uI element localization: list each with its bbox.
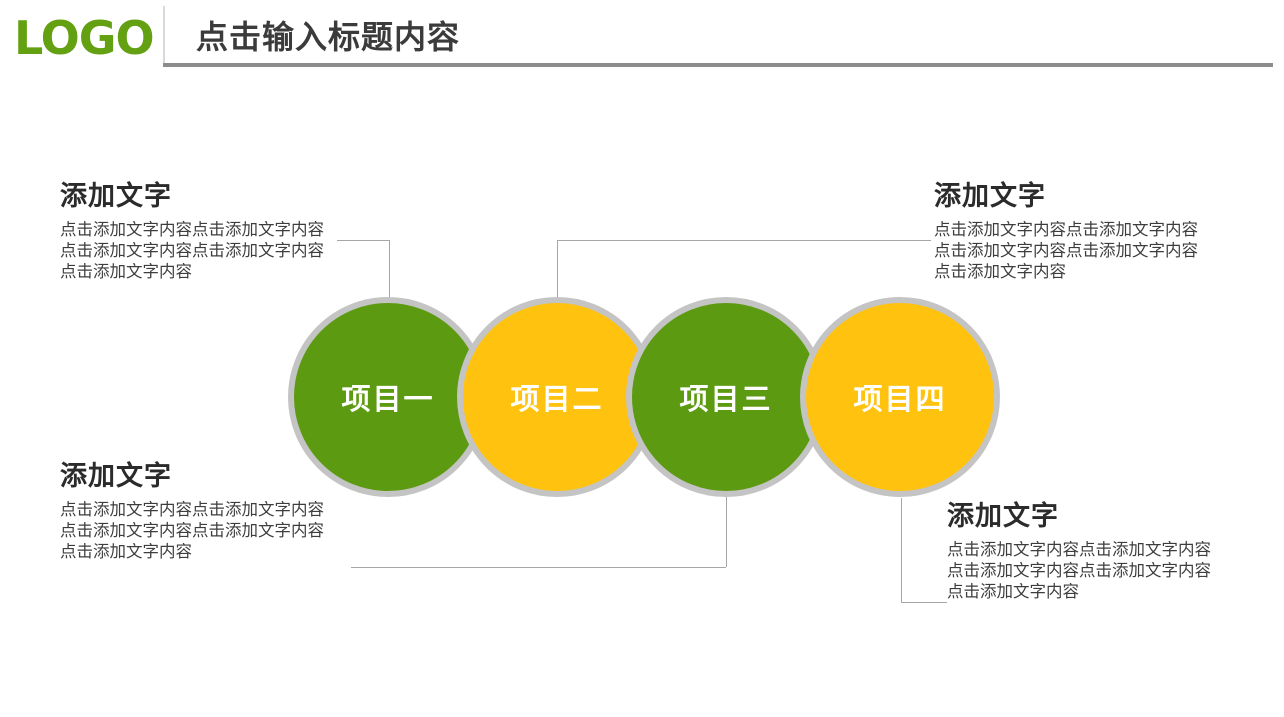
text-block-top-left-heading: 添加文字 — [60, 181, 172, 212]
text-block-top-left: 添加文字 点击添加文字内容点击添加文字内容点击添加文字内容点击添加文字内容点击添… — [60, 180, 332, 282]
text-block-top-right: 添加文字 点击添加文字内容点击添加文字内容点击添加文字内容点击添加文字内容点击添… — [934, 180, 1206, 282]
header-horizontal-rule — [163, 63, 1273, 67]
text-block-top-left-body: 点击添加文字内容点击添加文字内容点击添加文字内容点击添加文字内容点击添加文字内容 — [60, 220, 324, 281]
slide-header: LOGO 点击输入标题内容 — [0, 0, 1284, 82]
text-block-bottom-left: 添加文字 点击添加文字内容点击添加文字内容点击添加文字内容点击添加文字内容点击添… — [60, 460, 332, 562]
circle-item-4-label: 项目四 — [853, 382, 947, 416]
text-block-bottom-left-body: 点击添加文字内容点击添加文字内容点击添加文字内容点击添加文字内容点击添加文字内容 — [60, 500, 324, 561]
circle-item-2-label: 项目二 — [510, 382, 604, 416]
text-block-top-right-heading: 添加文字 — [934, 181, 1046, 212]
text-block-bottom-right: 添加文字 点击添加文字内容点击添加文字内容点击添加文字内容点击添加文字内容点击添… — [947, 500, 1219, 602]
header-vertical-separator — [163, 6, 165, 64]
circle-item-1-label: 项目一 — [341, 382, 435, 416]
text-block-bottom-right-body: 点击添加文字内容点击添加文字内容点击添加文字内容点击添加文字内容点击添加文字内容 — [947, 540, 1211, 601]
logo: LOGO — [14, 11, 155, 65]
connector-bottom-left-vertical — [726, 495, 727, 567]
page-title: 点击输入标题内容 — [196, 18, 461, 56]
connector-bottom-right-vertical — [901, 498, 902, 602]
circle-item-2[interactable]: 项目二 — [457, 297, 657, 497]
connector-top-left-horizontal — [337, 240, 389, 241]
circle-item-3-label: 项目三 — [679, 382, 773, 416]
connector-bottom-left-horizontal — [351, 567, 726, 568]
text-block-top-right-body: 点击添加文字内容点击添加文字内容点击添加文字内容点击添加文字内容点击添加文字内容 — [934, 220, 1198, 281]
connector-top-left-vertical — [389, 240, 390, 307]
circle-item-4[interactable]: 项目四 — [800, 297, 1000, 497]
connector-bottom-right-horizontal — [901, 602, 947, 603]
connector-top-right-vertical — [557, 240, 558, 307]
circle-item-3[interactable]: 项目三 — [626, 297, 826, 497]
circle-item-1[interactable]: 项目一 — [288, 297, 488, 497]
text-block-bottom-right-heading: 添加文字 — [947, 501, 1059, 532]
connector-top-right-horizontal — [557, 240, 931, 241]
text-block-bottom-left-heading: 添加文字 — [60, 461, 172, 492]
